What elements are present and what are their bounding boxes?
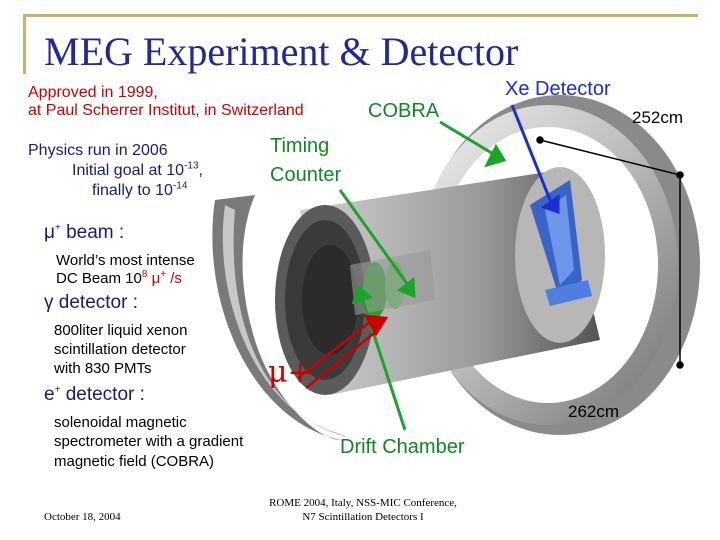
e-detector-line-1: solenoidal magnetic xyxy=(54,414,187,432)
physics-run-line-1: Physics run in 2006 xyxy=(28,141,168,160)
gamma-detector-line-1: 800liter liquid xenon xyxy=(54,322,187,340)
mu-beam-line-1: World’s most intense xyxy=(56,252,195,270)
dimension-262-label: 262cm xyxy=(568,402,619,422)
gamma-detector-line-2: scintillation detector xyxy=(54,341,186,359)
dimension-252-label: 252cm xyxy=(632,108,683,128)
gamma-detector-line-3: with 830 PMTs xyxy=(54,360,152,378)
timing-counter-label-2: Counter xyxy=(270,164,341,187)
e-detector-heading: e+ detector : xyxy=(44,384,145,406)
mu-beam-heading: μ+ beam : xyxy=(44,222,124,244)
e-detector-line-3: magnetic field (COBRA) xyxy=(54,453,214,471)
approved-line-2: at Paul Scherrer Institut, in Switzerlan… xyxy=(28,101,304,120)
mu-beam-line-2: DC Beam 108 μ+ /s xyxy=(56,270,182,288)
physics-run-line-3: finally to 10-14 xyxy=(92,181,187,200)
physics-run-line-2: Initial goal at 10-13, xyxy=(72,161,203,180)
footer-date: October 18, 2004 xyxy=(44,511,121,523)
footer-conference-line-1: ROME 2004, Italy, NSS-MIC Conference, xyxy=(258,497,468,509)
footer-conference-line-2: N7 Scintillation Detectors I xyxy=(258,511,468,523)
gamma-detector-heading: γ detector : xyxy=(44,292,138,314)
mu-plus-label: μ+ xyxy=(268,355,313,390)
drift-chamber-label: Drift Chamber xyxy=(340,436,464,459)
xe-detector-label: Xe Detector xyxy=(505,78,611,101)
cobra-label: COBRA xyxy=(368,100,439,123)
timing-counter-label-1: Timing xyxy=(270,135,329,158)
approved-line-1: Approved in 1999, xyxy=(28,83,158,102)
e-detector-line-2: spectrometer with a gradient xyxy=(54,433,243,451)
